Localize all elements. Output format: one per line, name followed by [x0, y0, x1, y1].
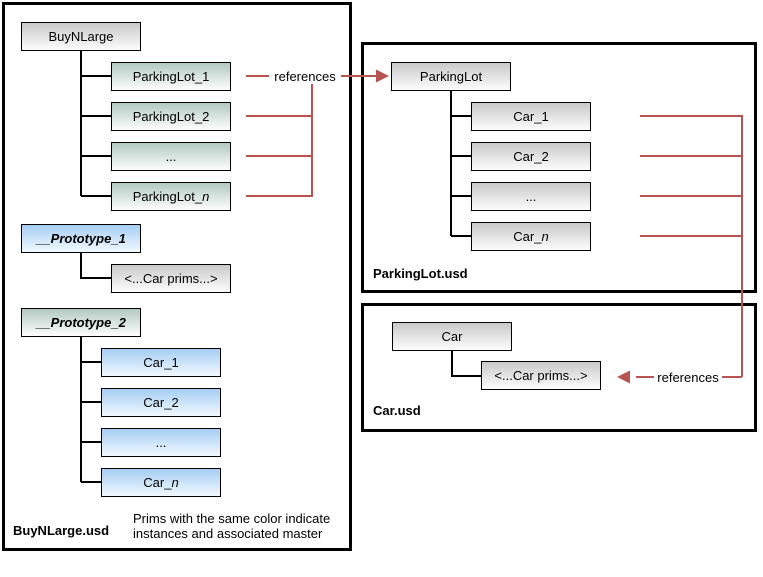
- node-parkinglot-ellipsis: ...: [111, 142, 231, 171]
- node-label: Car: [441, 329, 463, 344]
- node-label: ...: [165, 149, 177, 164]
- node-car-n-buynlarge: Car_n: [101, 468, 221, 497]
- node-car-prims-car: <...Car prims...>: [481, 361, 601, 390]
- node-label: Car_1: [513, 109, 549, 124]
- file-label-car: Car.usd: [373, 403, 421, 418]
- node-buynlarge: BuyNLarge: [21, 22, 141, 51]
- node-parkinglot-root: ParkingLot: [391, 62, 511, 91]
- node-prototype-1: __Prototype_1: [21, 224, 141, 253]
- node-label: __Prototype_2: [36, 315, 126, 330]
- node-parkinglot-2: ParkingLot_2: [111, 102, 231, 131]
- node-prototype-2: __Prototype_2: [21, 308, 141, 337]
- node-label: Car_2: [143, 395, 179, 410]
- node-label: Car_: [513, 229, 542, 244]
- node-label: ...: [155, 435, 167, 450]
- node-label-suffix: n: [202, 189, 210, 204]
- node-label: <...Car prims...>: [494, 368, 588, 383]
- node-car-2-buynlarge: Car_2: [101, 388, 221, 417]
- file-label-buynlarge: BuyNLarge.usd: [13, 523, 110, 538]
- references-label-bottom: references: [654, 370, 722, 385]
- node-parkinglot-n: ParkingLot_n: [111, 182, 231, 211]
- caption-line-1: Prims with the same color indicate: [133, 511, 331, 526]
- node-label: Car_1: [143, 355, 179, 370]
- node-label: ParkingLot_1: [132, 69, 210, 84]
- node-car-2-parkinglot: Car_2: [471, 142, 591, 171]
- node-label-suffix: n: [171, 475, 179, 490]
- caption-line-2: instances and associated master: [133, 526, 323, 541]
- node-car-root: Car: [392, 322, 512, 351]
- references-label-top: references: [270, 69, 340, 84]
- caption-instancing: Prims with the same color indicate insta…: [133, 511, 330, 541]
- node-car-n-parkinglot: Car_n: [471, 222, 591, 251]
- node-label: BuyNLarge: [48, 29, 114, 44]
- node-label: <...Car prims...>: [124, 271, 218, 286]
- node-label: Car_2: [513, 149, 549, 164]
- node-label: ParkingLot_2: [132, 109, 210, 124]
- node-car-1-buynlarge: Car_1: [101, 348, 221, 377]
- node-label: ...: [525, 189, 537, 204]
- node-car-prims-prototype1: <...Car prims...>: [111, 264, 231, 293]
- node-label: ParkingLot_: [132, 189, 203, 204]
- node-label-suffix: n: [541, 229, 549, 244]
- node-label: ParkingLot: [419, 69, 483, 84]
- node-car-ellipsis-buynlarge: ...: [101, 428, 221, 457]
- node-parkinglot-1: ParkingLot_1: [111, 62, 231, 91]
- node-car-ellipsis-parkinglot: ...: [471, 182, 591, 211]
- node-label: __Prototype_1: [36, 231, 126, 246]
- file-label-parkinglot: ParkingLot.usd: [373, 266, 468, 281]
- node-label: Car_: [143, 475, 172, 490]
- node-car-1-parkinglot: Car_1: [471, 102, 591, 131]
